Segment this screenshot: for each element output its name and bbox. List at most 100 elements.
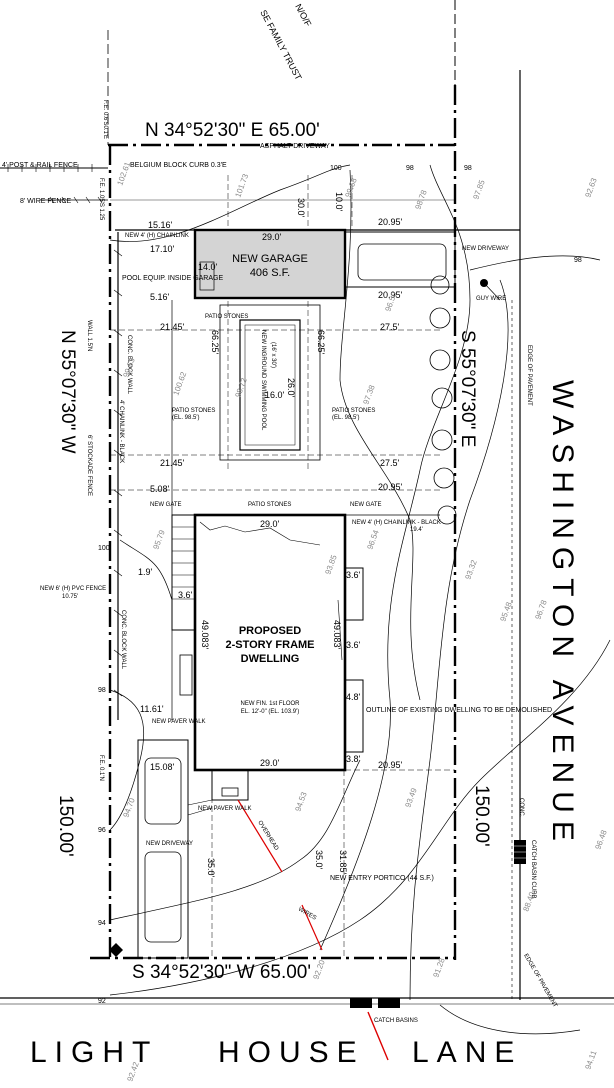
dim-12: 20.95' <box>378 760 403 770</box>
floor-elev: EL. 12'-0" (EL. 103.9') <box>241 709 299 715</box>
south-bearing: S 34°52'30" W 65.00' <box>132 962 311 983</box>
elev-18: 92.20 <box>311 958 326 980</box>
dim-25: 3.8' <box>346 754 361 764</box>
dwelling-width-top: 29.0' <box>260 519 280 529</box>
elev-13: 96.54 <box>365 528 380 550</box>
note-patio-a: PATIO STONES <box>205 314 248 320</box>
dim-28: 10.75' <box>62 594 78 600</box>
dwelling-depth-right: 49.083' <box>332 620 342 650</box>
overhead-wire-a <box>237 799 283 873</box>
dim-29: 19.4' <box>410 527 423 533</box>
property-corner-monument <box>109 943 123 957</box>
dim-7: 11.61' <box>140 704 164 714</box>
contour-label-5: 98 <box>98 687 106 694</box>
dim-5: 21.45' <box>160 458 185 468</box>
note-new-driveway-sw: NEW DRIVEWAY <box>146 841 193 847</box>
pool-coping <box>244 324 296 446</box>
pool-length: 26.0' <box>286 378 296 398</box>
contour-98-w <box>109 689 144 831</box>
elev-3: 99.68 <box>343 176 358 198</box>
north-bearing: N 34°52'30" E 65.00' <box>145 120 320 141</box>
guy-wire <box>483 282 501 301</box>
note-chainlink-n: NEW 4' (H) CHAINLINK <box>125 233 189 239</box>
contour-lines <box>109 164 611 1035</box>
dim-8: 15.08' <box>150 762 175 772</box>
elev-9: 97.38 <box>361 383 376 405</box>
pool-label: NEW INGROUND SWIMMING POOL <box>260 330 266 431</box>
contour-label-9: 98 <box>574 257 582 264</box>
elev-25: 96.48 <box>593 828 608 850</box>
paver-walk <box>187 799 213 816</box>
dim-27: 1.9' <box>138 567 153 577</box>
contour-label-3: 98 <box>464 165 472 172</box>
note-patio-d: PATIO STONES <box>248 502 291 508</box>
contour-label-4: 100 <box>98 545 110 552</box>
contour-label-1: 100 <box>330 165 342 172</box>
sw-driveway <box>137 739 189 959</box>
note-fe-n: F.E. 0.6'S0.1'E <box>102 100 108 139</box>
elev-23: 93.49 <box>403 786 418 808</box>
contour-100-w <box>119 539 173 601</box>
dim-4: 21.45' <box>160 322 185 332</box>
note-pool-equip: POOL EQUIP. INSIDE GARAGE <box>122 275 223 282</box>
dim-3: 5.16' <box>150 292 170 302</box>
elev-16: 95.48 <box>498 600 513 622</box>
note-chainlink-e: NEW 4' (H) CHAINLINK - BLACK <box>352 520 441 526</box>
note-patio-b-el: (EL. 98.5') <box>172 415 200 421</box>
note-stockade: 6' STOCKADE FENCE <box>86 435 92 496</box>
elev-22: 94.53 <box>293 790 308 812</box>
west-stairs-treads <box>172 526 195 600</box>
contour-label-7: 94 <box>98 920 106 927</box>
rail-fence-ticks <box>7 164 93 172</box>
note-curb: BELGIUM BLOCK CURB 0.3'E <box>130 162 227 169</box>
catch-basin-south-a <box>350 998 372 1008</box>
note-block-wall-s: CONC. BLOCK WALL <box>120 610 126 670</box>
garage-title: NEW GARAGE <box>232 253 308 265</box>
sw-car-2 <box>144 851 182 943</box>
dim-20: 35.0' <box>314 850 324 870</box>
note-paver-walk-a: NEW PAVER WALK <box>152 719 206 725</box>
note-pvc-fence: NEW 6' (H) PVC FENCE <box>40 586 106 592</box>
overhead-wire-c <box>367 1011 389 1061</box>
note-fe-s: F.E. 0.1'N <box>98 755 104 781</box>
pool-size: (16' x 30') <box>270 342 276 368</box>
avenue-name: WASHINGTON AVENUE <box>546 380 579 849</box>
note-new-gate-e: NEW GATE <box>350 502 382 508</box>
garage-depth: 14.0' <box>198 262 218 272</box>
east-bay-a <box>344 567 364 621</box>
elev-19: 91.28 <box>431 956 446 978</box>
elev-2: 101.73 <box>233 172 250 199</box>
note-wire-fence: 8' WIRE FENCE <box>20 198 71 205</box>
dim-23: 3.6' <box>346 640 361 650</box>
contour-s-misc <box>439 1004 581 1035</box>
elev-20: 88.40 <box>521 890 536 912</box>
elev-17: 94.70 <box>121 796 136 818</box>
dim-24: 4.8' <box>346 692 361 702</box>
note-wall: WALL 1.5'N <box>86 320 92 351</box>
dim-16: 30.0' <box>296 198 306 218</box>
note-guy-wire: GUY WIRE <box>476 296 506 302</box>
shrub-row <box>429 275 457 525</box>
note-chainlink-w: 4' CHAINLINK - BLACK <box>118 400 124 463</box>
note-patio-c-el: (EL. 98.5') <box>332 415 360 421</box>
dim-13: 27.5' <box>380 322 400 332</box>
west-length: 150.00' <box>55 795 76 857</box>
elev-7: 100.62 <box>171 370 188 397</box>
elev-15: 93.32 <box>463 558 478 580</box>
ac-units <box>179 654 193 696</box>
contour-n-2 <box>319 164 471 951</box>
note-fe-nw: F.E. 1.05'S 1.25 <box>98 178 104 221</box>
new-garage <box>193 228 347 300</box>
spot-elevations: 102.61 101.73 99.68 98.78 97.85 92.63 10… <box>115 160 608 1083</box>
note-new-driveway-ne: NEW DRIVEWAY <box>462 246 509 252</box>
note-asphalt: ASPHALT DRIVEWAY <box>260 143 330 150</box>
catch-basin-east-grate <box>514 845 526 859</box>
pool-patio <box>219 304 321 461</box>
garage-width: 29.0' <box>262 232 282 242</box>
entry-portico <box>211 769 249 801</box>
contour-94 <box>109 759 361 921</box>
dim-9: 20.95' <box>378 217 403 227</box>
east-length: 150.00' <box>471 785 492 847</box>
elev-6: 92.63 <box>583 176 598 198</box>
